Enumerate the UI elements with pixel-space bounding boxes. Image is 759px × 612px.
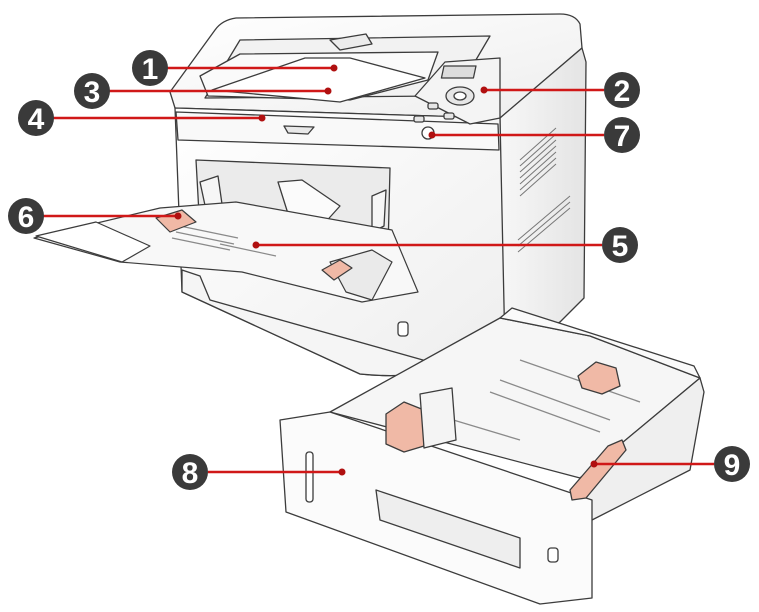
- cassette-back-wall: [499, 307, 701, 379]
- manual-feed-tray-right-guide: [329, 249, 393, 301]
- callout-badge-8: 8: [172, 454, 208, 490]
- leader-dot-6: [174, 212, 182, 220]
- leader-dot-1: [330, 64, 338, 72]
- leader-dot-3: [324, 87, 332, 95]
- leader-dot-8: [338, 468, 346, 476]
- callout-number-2: 2: [614, 75, 631, 108]
- leader-lines: [42, 66, 714, 474]
- badge-circle: [604, 72, 640, 108]
- callout-number-4: 4: [28, 103, 45, 136]
- manual-feed-tray-extension: [35, 221, 151, 263]
- leader-dot-4: [258, 114, 266, 122]
- manual-feed-tray-group: [33, 201, 419, 303]
- control-panel-button: [443, 112, 455, 120]
- control-panel-button: [413, 115, 425, 123]
- paper-cassette-group: [279, 307, 705, 605]
- callout-badge-4: 4: [18, 100, 54, 136]
- callouts: 1 2 3 4 5 6 7: [8, 50, 750, 490]
- callout-badge-3: 3: [74, 73, 110, 109]
- cassette-rear-guide: [577, 361, 621, 395]
- control-panel-button: [427, 102, 439, 110]
- cassette-inner-rails: [439, 359, 641, 441]
- cassette-handle: [375, 489, 521, 569]
- cassette-slot-indicator: [305, 451, 314, 503]
- callout-number-8: 8: [182, 457, 199, 490]
- output-stopper: [329, 33, 373, 51]
- callout-number-6: 6: [18, 201, 35, 234]
- printer-lower-cassette-latch: [397, 321, 409, 337]
- leader-dot-9: [590, 460, 598, 468]
- badge-circle: [74, 73, 110, 109]
- control-panel-dial-center: [453, 91, 467, 101]
- badge-circle: [604, 117, 640, 153]
- leader-dot-2: [480, 86, 488, 94]
- badge-circle: [18, 100, 54, 136]
- control-panel-display: [440, 65, 477, 79]
- slot-inner-guide-right: [371, 189, 387, 233]
- callout-badge-2: 2: [604, 72, 640, 108]
- callout-badge-6: 6: [8, 198, 44, 234]
- leader-dot-7: [428, 131, 436, 139]
- leader-dot-5: [252, 241, 260, 249]
- cassette-side-guide: [385, 401, 425, 453]
- cassette-paper-guide: [569, 439, 627, 501]
- front-cover-handle: [283, 125, 315, 135]
- badge-circle: [714, 446, 750, 482]
- callout-number-5: 5: [612, 230, 629, 263]
- badge-circle: [172, 454, 208, 490]
- manual-feed-lever: [321, 259, 353, 281]
- callout-number-7: 7: [614, 120, 631, 153]
- side-vents: [517, 127, 571, 253]
- callout-number-1: 1: [142, 53, 159, 86]
- callout-badge-9: 9: [714, 446, 750, 482]
- badge-circle: [602, 227, 638, 263]
- callout-badges: 1 2 3 4 5 6 7: [8, 50, 750, 490]
- callout-badge-7: 7: [604, 117, 640, 153]
- manual-feed-tray-ribs: [171, 225, 277, 257]
- callout-number-9: 9: [724, 449, 741, 482]
- callout-number-3: 3: [84, 76, 101, 109]
- manual-feed-tray: [33, 201, 419, 303]
- callout-badge-1: 1: [132, 50, 168, 86]
- badge-circle: [132, 50, 168, 86]
- callout-badge-5: 5: [602, 227, 638, 263]
- leader-dots: [174, 64, 598, 476]
- cassette-side-guide-frame: [419, 387, 457, 449]
- badge-circle: [8, 198, 44, 234]
- cassette-latch: [547, 547, 559, 563]
